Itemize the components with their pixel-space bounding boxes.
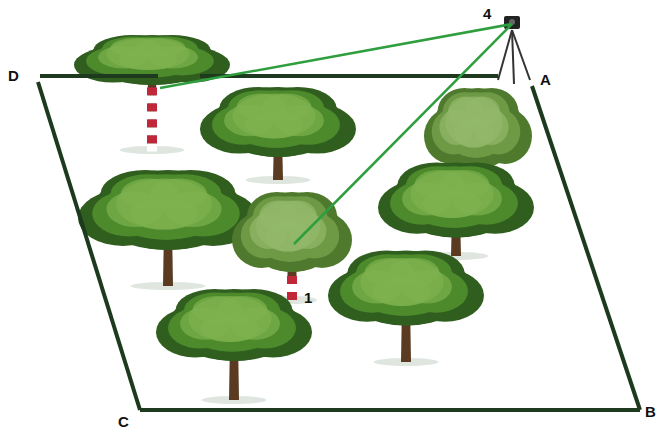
point-label: 1 xyxy=(304,290,312,305)
measuring-stripe xyxy=(147,120,157,128)
measuring-stripe xyxy=(147,136,157,144)
tree xyxy=(328,251,484,367)
tree-canopy xyxy=(454,117,494,148)
tree xyxy=(74,35,230,154)
point-label: 4 xyxy=(483,6,491,21)
tree xyxy=(78,170,258,290)
tree-canopy xyxy=(373,277,431,306)
tree xyxy=(378,163,534,261)
point-label: D xyxy=(8,68,19,83)
measuring-stripe xyxy=(147,144,157,152)
tree xyxy=(200,87,356,184)
sight-line xyxy=(294,24,512,244)
tripod-leg xyxy=(512,30,530,80)
plot-boundary xyxy=(38,76,640,410)
instrument-body xyxy=(504,16,520,29)
tree-canopy xyxy=(201,314,259,342)
measuring-stripe xyxy=(147,96,157,104)
measuring-stripe xyxy=(287,292,297,300)
tree-canopy xyxy=(423,189,481,218)
tree-canopy xyxy=(119,51,177,70)
boundary-line xyxy=(200,74,498,78)
tree-canopy xyxy=(130,199,197,230)
boundary-line xyxy=(532,86,640,410)
measuring-stripe xyxy=(147,104,157,112)
tree-group xyxy=(74,35,534,404)
sight-lines xyxy=(160,24,512,244)
tree-canopy xyxy=(245,112,303,139)
boundary-line xyxy=(38,82,140,410)
measuring-stripe xyxy=(147,112,157,120)
measuring-stripe xyxy=(287,276,297,284)
tripod-leg xyxy=(512,30,514,84)
measuring-stripe xyxy=(147,88,157,96)
tree xyxy=(156,289,312,404)
measuring-stripe xyxy=(147,128,157,136)
measuring-stripe xyxy=(287,284,297,292)
boundary-line xyxy=(140,408,640,412)
boundary-line xyxy=(40,74,158,78)
tree-canopy xyxy=(266,221,311,252)
point-label: A xyxy=(540,72,551,87)
point-label: B xyxy=(645,404,656,419)
point-label: C xyxy=(118,414,129,429)
